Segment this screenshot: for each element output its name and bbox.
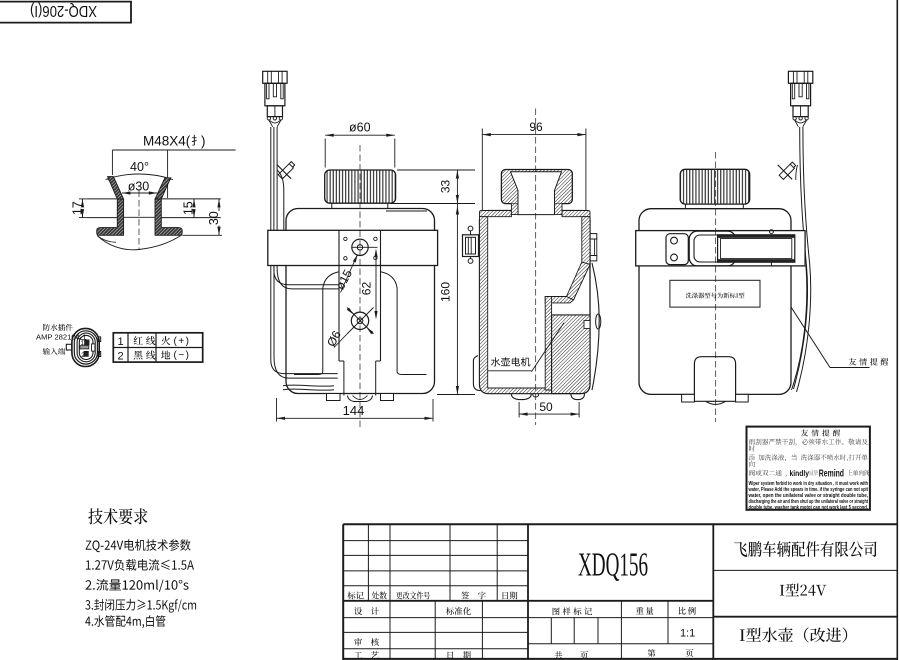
svg-text:(−): (−) — [174, 350, 191, 361]
svg-text:160: 160 — [439, 282, 453, 302]
svg-text:discharging the air and then s: discharging the air and then shut up the… — [749, 499, 869, 505]
svg-text:M48X4(: M48X4( — [143, 134, 191, 149]
svg-text:water, open the unilateral: water, open the unilateral valve or stra… — [748, 493, 869, 499]
svg-text:XDQ156: XDQ156 — [578, 547, 648, 584]
svg-text:AMP 282104-1: AMP 282104-1 — [36, 333, 87, 342]
svg-text:(+): (+) — [174, 336, 191, 347]
svg-text:XDQ-206(I): XDQ-206(I) — [30, 2, 97, 19]
svg-text:17: 17 — [71, 201, 85, 215]
svg-text:15: 15 — [181, 201, 195, 215]
svg-text:Ø6: Ø6 — [324, 328, 344, 349]
svg-text:Wiper system forbid to work: Wiper system forbid to work in dry situa… — [749, 481, 869, 487]
svg-text:1: 1 — [81, 340, 85, 347]
svg-text:40°: 40° — [130, 160, 149, 174]
svg-text:96: 96 — [529, 120, 543, 134]
svg-text:1: 1 — [118, 336, 124, 348]
svg-text:water, Please Add the spears i: water, Please Add the spears in time. if… — [748, 487, 868, 493]
svg-text:1:1: 1:1 — [680, 627, 695, 639]
svg-text:ø30: ø30 — [128, 180, 150, 194]
svg-text:2: 2 — [81, 352, 85, 359]
svg-text:33: 33 — [439, 180, 453, 194]
svg-text:ø60: ø60 — [349, 121, 371, 135]
svg-text:kindly: kindly — [790, 469, 810, 478]
svg-text:30: 30 — [207, 211, 221, 225]
svg-text:Remind: Remind — [819, 469, 844, 480]
svg-text:50: 50 — [539, 400, 553, 414]
svg-text:144: 144 — [343, 403, 365, 418]
svg-text:): ) — [201, 134, 206, 149]
svg-text:double tube. washer tank mo: double tube. washer tank motot can not w… — [749, 505, 869, 511]
svg-text:62: 62 — [360, 282, 374, 296]
svg-text:2: 2 — [118, 350, 124, 362]
